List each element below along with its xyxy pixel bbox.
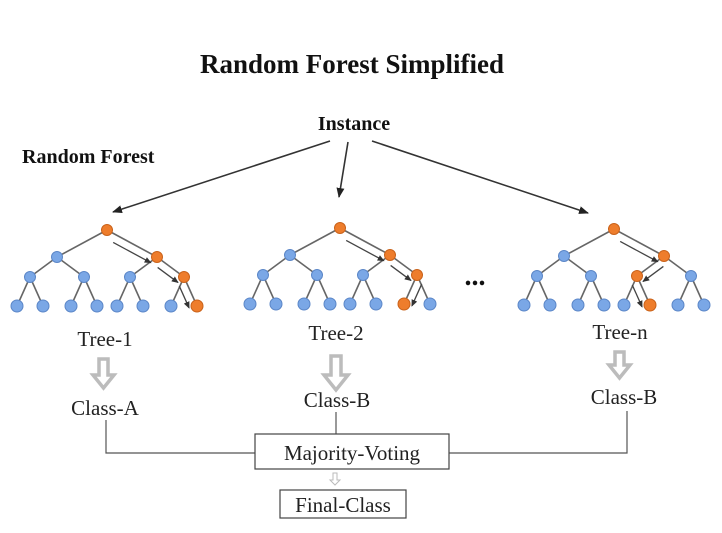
highlighted-tree-node <box>658 250 670 262</box>
tree-node <box>423 297 437 311</box>
tree-node <box>343 297 357 311</box>
final-class-box <box>279 489 407 519</box>
tree-3-graph <box>517 223 711 312</box>
instance-to-tree-n-arrow <box>371 140 589 214</box>
tree-1-label: Tree-1 <box>77 327 132 351</box>
tree-node <box>24 271 36 283</box>
instance-to-tree-1-arrow <box>112 140 331 214</box>
tree-2-class-label: Class-B <box>304 388 371 412</box>
final-class-label: Final-Class <box>295 493 391 517</box>
tree-node <box>243 297 257 311</box>
instance-label: Instance <box>318 113 390 135</box>
tree-node <box>284 249 296 261</box>
highlighted-tree-node <box>101 224 113 236</box>
decision-path-arrow <box>411 283 423 307</box>
tree-node <box>257 269 269 281</box>
tree-node <box>585 270 597 282</box>
tree-n-class-label: Class-B <box>591 385 658 409</box>
tree-node <box>78 271 90 283</box>
highlighted-tree-node <box>190 299 204 313</box>
tree-node <box>357 269 369 281</box>
tree-node <box>136 299 150 313</box>
tree-node <box>671 298 685 312</box>
highlighted-tree-node <box>643 298 657 312</box>
tree-edge <box>106 229 158 258</box>
tree-node <box>597 298 611 312</box>
tree-2-label: Tree-2 <box>308 321 363 345</box>
decision-path-arrow <box>345 239 385 262</box>
tree-node <box>311 269 323 281</box>
decision-path-arrow <box>178 285 190 309</box>
class-a-connector <box>105 420 255 454</box>
decision-path-arrow <box>157 266 179 284</box>
tree-node <box>124 271 136 283</box>
tree-edge <box>613 228 665 257</box>
random-forest-label: Random Forest <box>22 146 155 168</box>
tree-node <box>36 299 50 313</box>
highlighted-tree-node <box>397 297 411 311</box>
tree-node <box>110 299 124 313</box>
majority-voting-box <box>254 433 450 470</box>
tree-edge <box>56 229 108 258</box>
tree-node <box>543 298 557 312</box>
tree-node <box>297 297 311 311</box>
diagram-title: Random Forest Simplified <box>200 49 504 79</box>
tree-1-down-arrow-icon <box>89 357 118 391</box>
decision-path-arrow <box>619 240 659 263</box>
highlighted-tree-node <box>608 223 620 235</box>
tree-node <box>531 270 543 282</box>
decision-path-arrow <box>112 241 152 264</box>
tree-edge <box>563 228 615 257</box>
ellipsis: ... <box>465 261 486 292</box>
tree-node <box>571 298 585 312</box>
highlighted-tree-node <box>334 222 346 234</box>
tree-2-down-arrow-icon <box>320 354 352 393</box>
trees-group <box>10 222 711 313</box>
tree-1-class-label: Class-A <box>71 396 140 420</box>
tree-edge <box>339 227 391 256</box>
voting-to-final-arrow-icon <box>328 472 342 486</box>
highlighted-tree-node <box>178 271 190 283</box>
decision-path-arrow <box>642 265 664 283</box>
tree-n-label: Tree-n <box>592 320 648 344</box>
decision-path-arrow <box>390 264 412 282</box>
instance-to-tree-2-arrow <box>336 141 349 198</box>
tree-n-down-arrow-icon <box>605 350 634 381</box>
tree-node <box>685 270 697 282</box>
majority-voting-label: Majority-Voting <box>284 441 421 465</box>
highlighted-tree-node <box>384 249 396 261</box>
tree-node <box>90 299 104 313</box>
tree-node <box>164 299 178 313</box>
highlighted-tree-node <box>151 251 163 263</box>
class-b-n-connector <box>449 411 628 454</box>
tree-node <box>369 297 383 311</box>
tree-node <box>51 251 63 263</box>
tree-edge <box>289 227 341 256</box>
tree-node <box>64 299 78 313</box>
tree-node <box>558 250 570 262</box>
highlighted-tree-node <box>631 270 643 282</box>
tree-node <box>10 299 24 313</box>
decision-path-arrow <box>631 284 643 308</box>
tree-node <box>269 297 283 311</box>
tree-1-graph <box>10 224 204 313</box>
tree-node <box>697 298 711 312</box>
tree-node <box>617 298 631 312</box>
highlighted-tree-node <box>411 269 423 281</box>
tree-node <box>323 297 337 311</box>
tree-node <box>517 298 531 312</box>
tree-2-graph <box>243 222 437 311</box>
